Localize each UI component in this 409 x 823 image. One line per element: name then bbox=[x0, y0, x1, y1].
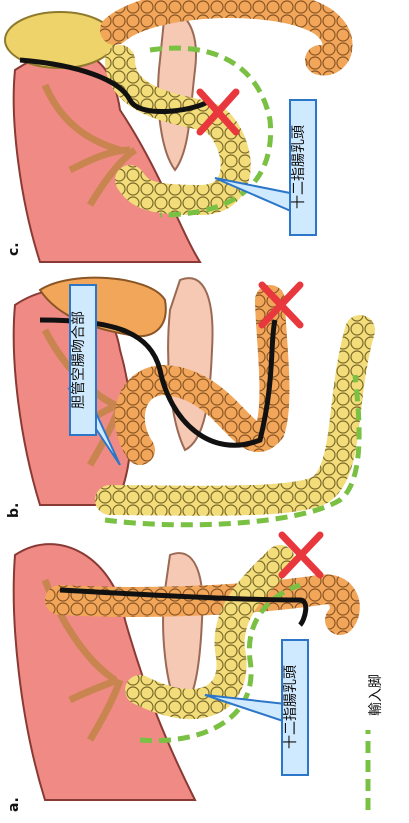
panel-label: b. bbox=[6, 503, 22, 518]
callout-text: 十二指腸乳頭 bbox=[283, 665, 299, 749]
legend-label: 輸入脚 bbox=[368, 674, 384, 716]
panel-a: 十二指腸乳頭 a. bbox=[6, 535, 345, 812]
panel-b: 胆管空腸吻合部 b. bbox=[6, 278, 360, 525]
panel-label: a. bbox=[6, 797, 22, 812]
callout-text: 胆管空腸吻合部 bbox=[71, 311, 87, 409]
legend: 輸入脚 bbox=[368, 674, 384, 810]
intestine-yellow bbox=[140, 560, 280, 704]
panel-c: 十二指腸乳頭 c. bbox=[5, 3, 338, 262]
intestine-orange bbox=[115, 3, 338, 60]
callout-text: 十二指腸乳頭 bbox=[291, 125, 307, 209]
panel-label: c. bbox=[6, 242, 22, 256]
